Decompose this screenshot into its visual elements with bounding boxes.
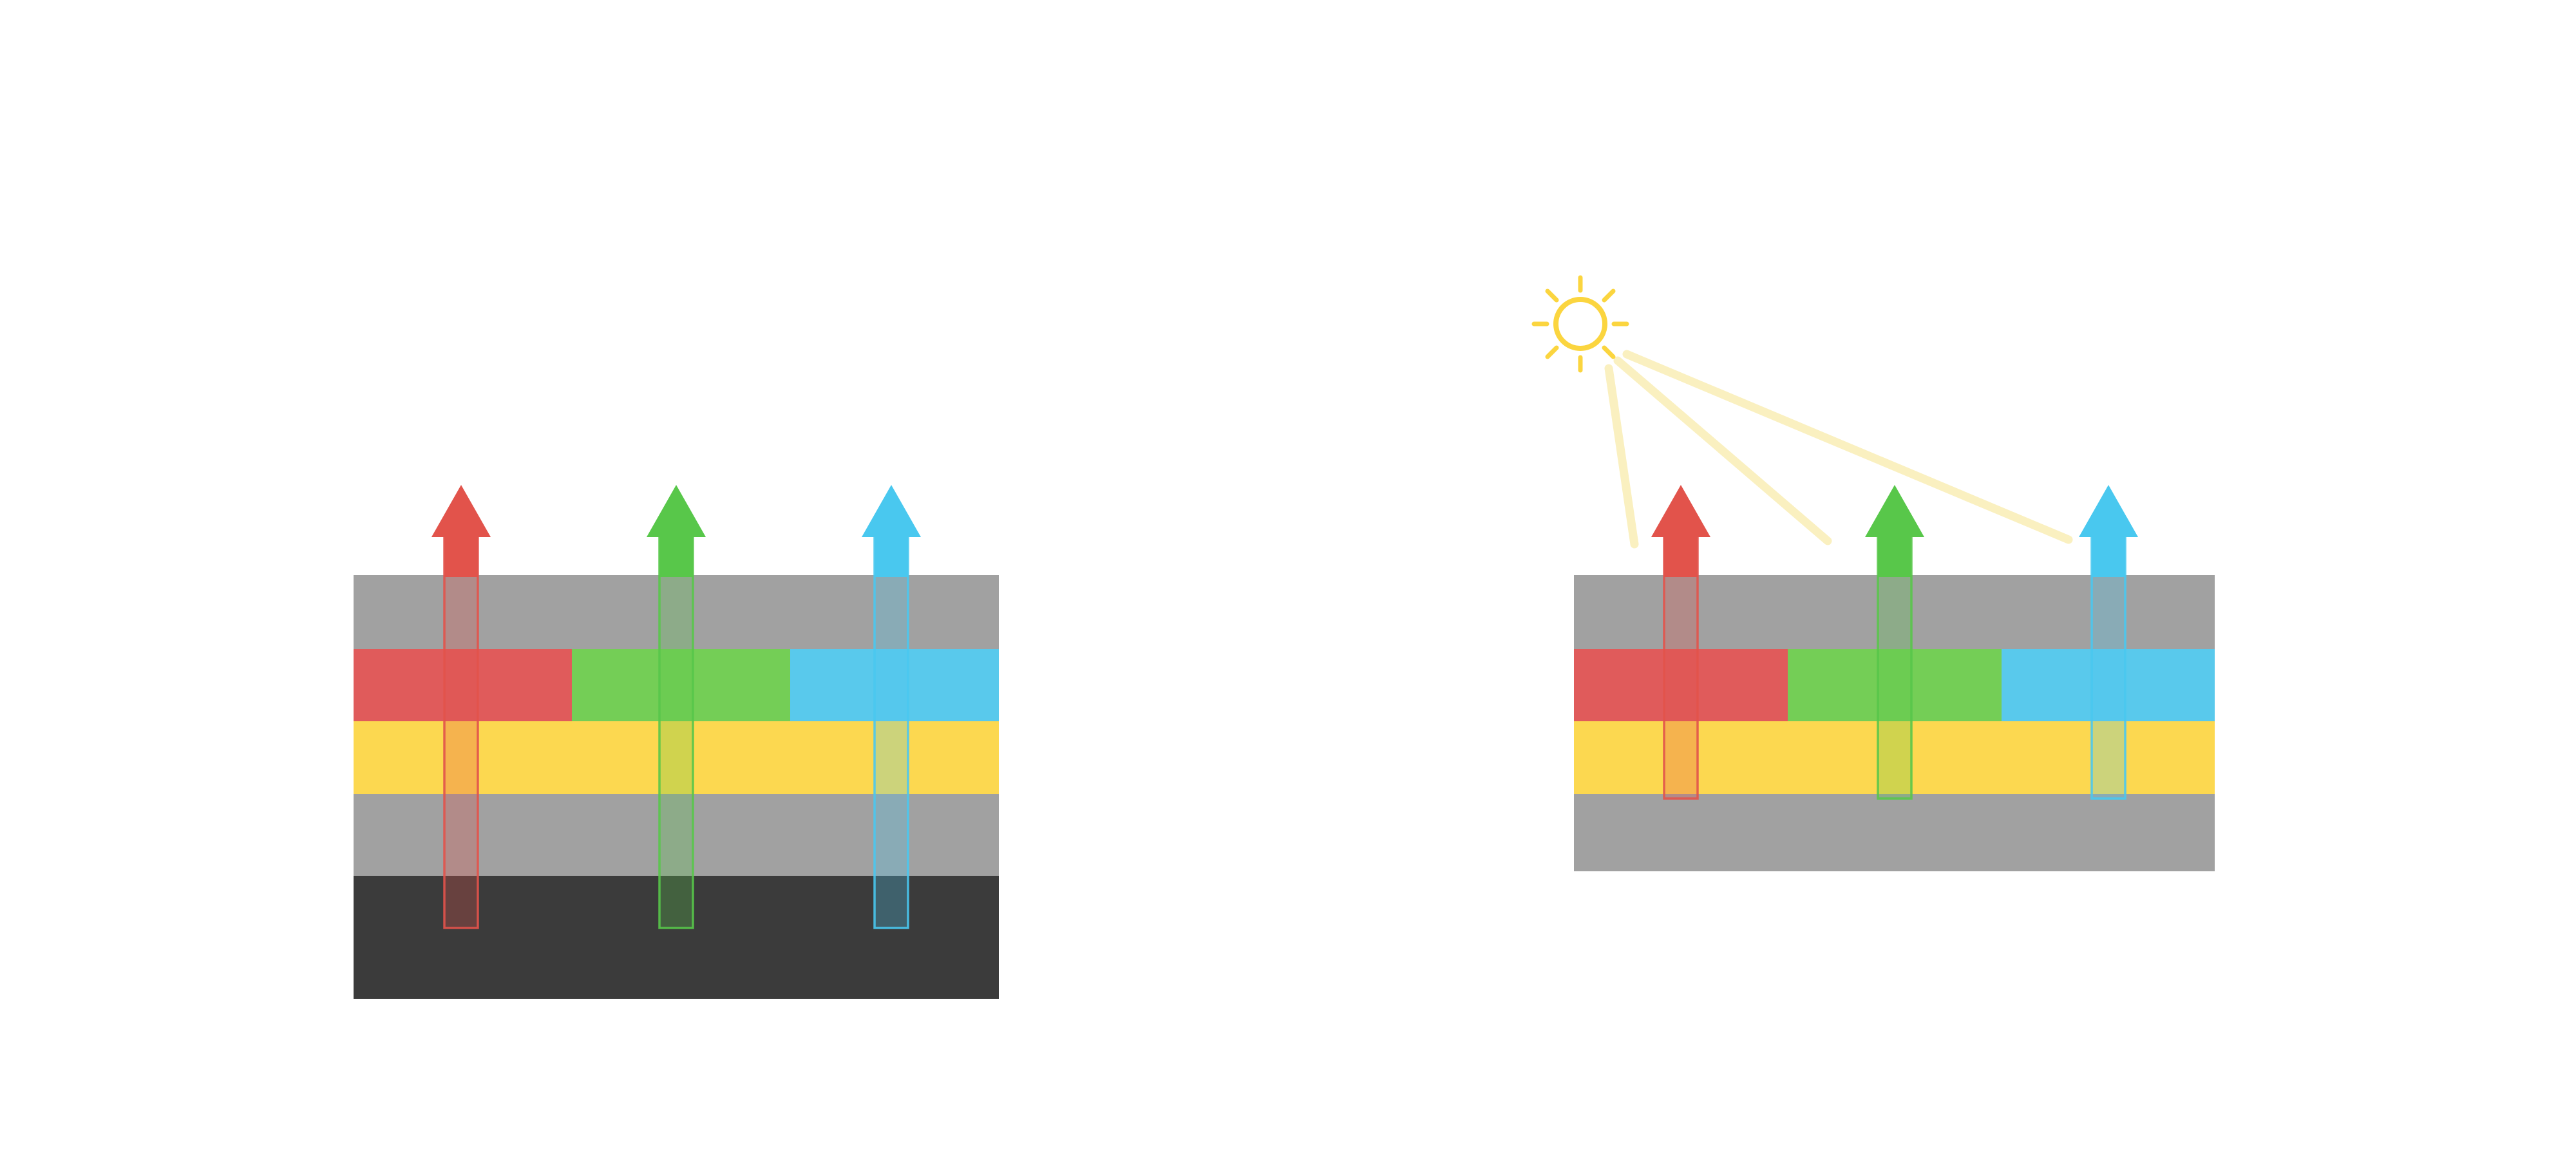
left-green-light-arrow [647, 485, 706, 929]
arrow-shaft-solid [659, 534, 693, 577]
backlit-display-panel [354, 485, 999, 999]
arrow-head [1865, 485, 1924, 537]
right-red-light-arrow [1651, 485, 1710, 800]
left-cyan-light-arrow [862, 485, 921, 929]
right-bottom-substrate-layer [1574, 794, 2215, 871]
arrow-head [862, 485, 921, 537]
arrow-shaft [443, 533, 479, 929]
left-red-light-arrow [431, 485, 491, 929]
sun-ray [1545, 288, 1559, 303]
sun-icon [1531, 275, 1629, 373]
left-backlight-layer [354, 876, 999, 999]
left-color-filter-red [354, 649, 572, 721]
arrow-head [1651, 485, 1710, 537]
arrow-shaft-solid [2092, 534, 2125, 577]
arrow-head [647, 485, 706, 537]
arrow-shaft-solid [875, 534, 908, 577]
arrow-shaft-solid [1664, 534, 1698, 577]
arrow-head [2079, 485, 2138, 537]
arrow-shaft [873, 533, 909, 929]
arrow-shaft [1663, 533, 1699, 800]
sunlight-beam [1604, 364, 1639, 549]
sun-ray [1545, 345, 1559, 359]
arrow-shaft [1877, 533, 1913, 800]
sun-disc [1553, 297, 1607, 351]
arrow-head [431, 485, 491, 537]
left-liquid-crystal-layer [354, 721, 999, 794]
reflective-display-panel [1531, 275, 2215, 871]
right-top-electrode-layer [1574, 575, 2215, 649]
right-color-filter-cyan [2002, 649, 2215, 721]
right-color-filter-green [1788, 649, 2002, 721]
arrow-shaft-solid [444, 534, 478, 577]
sun-ray [1602, 345, 1616, 359]
right-reflective-layer [1574, 721, 2215, 794]
left-color-filter-cyan [790, 649, 999, 721]
right-color-filter-red [1574, 649, 1788, 721]
arrow-shaft [2090, 533, 2126, 800]
arrow-shaft-solid [1878, 534, 1911, 577]
sun-ray [1602, 288, 1616, 303]
sunlight-beam [1622, 350, 2073, 544]
left-top-electrode-layer [354, 575, 999, 649]
sunlight-beams [1604, 350, 2073, 549]
right-cyan-light-arrow [2079, 485, 2138, 800]
left-bottom-electrode-layer [354, 794, 999, 876]
arrow-shaft [658, 533, 694, 929]
sunlight-beam [1613, 356, 1832, 545]
right-green-light-arrow [1865, 485, 1924, 800]
left-color-filter-green [572, 649, 790, 721]
